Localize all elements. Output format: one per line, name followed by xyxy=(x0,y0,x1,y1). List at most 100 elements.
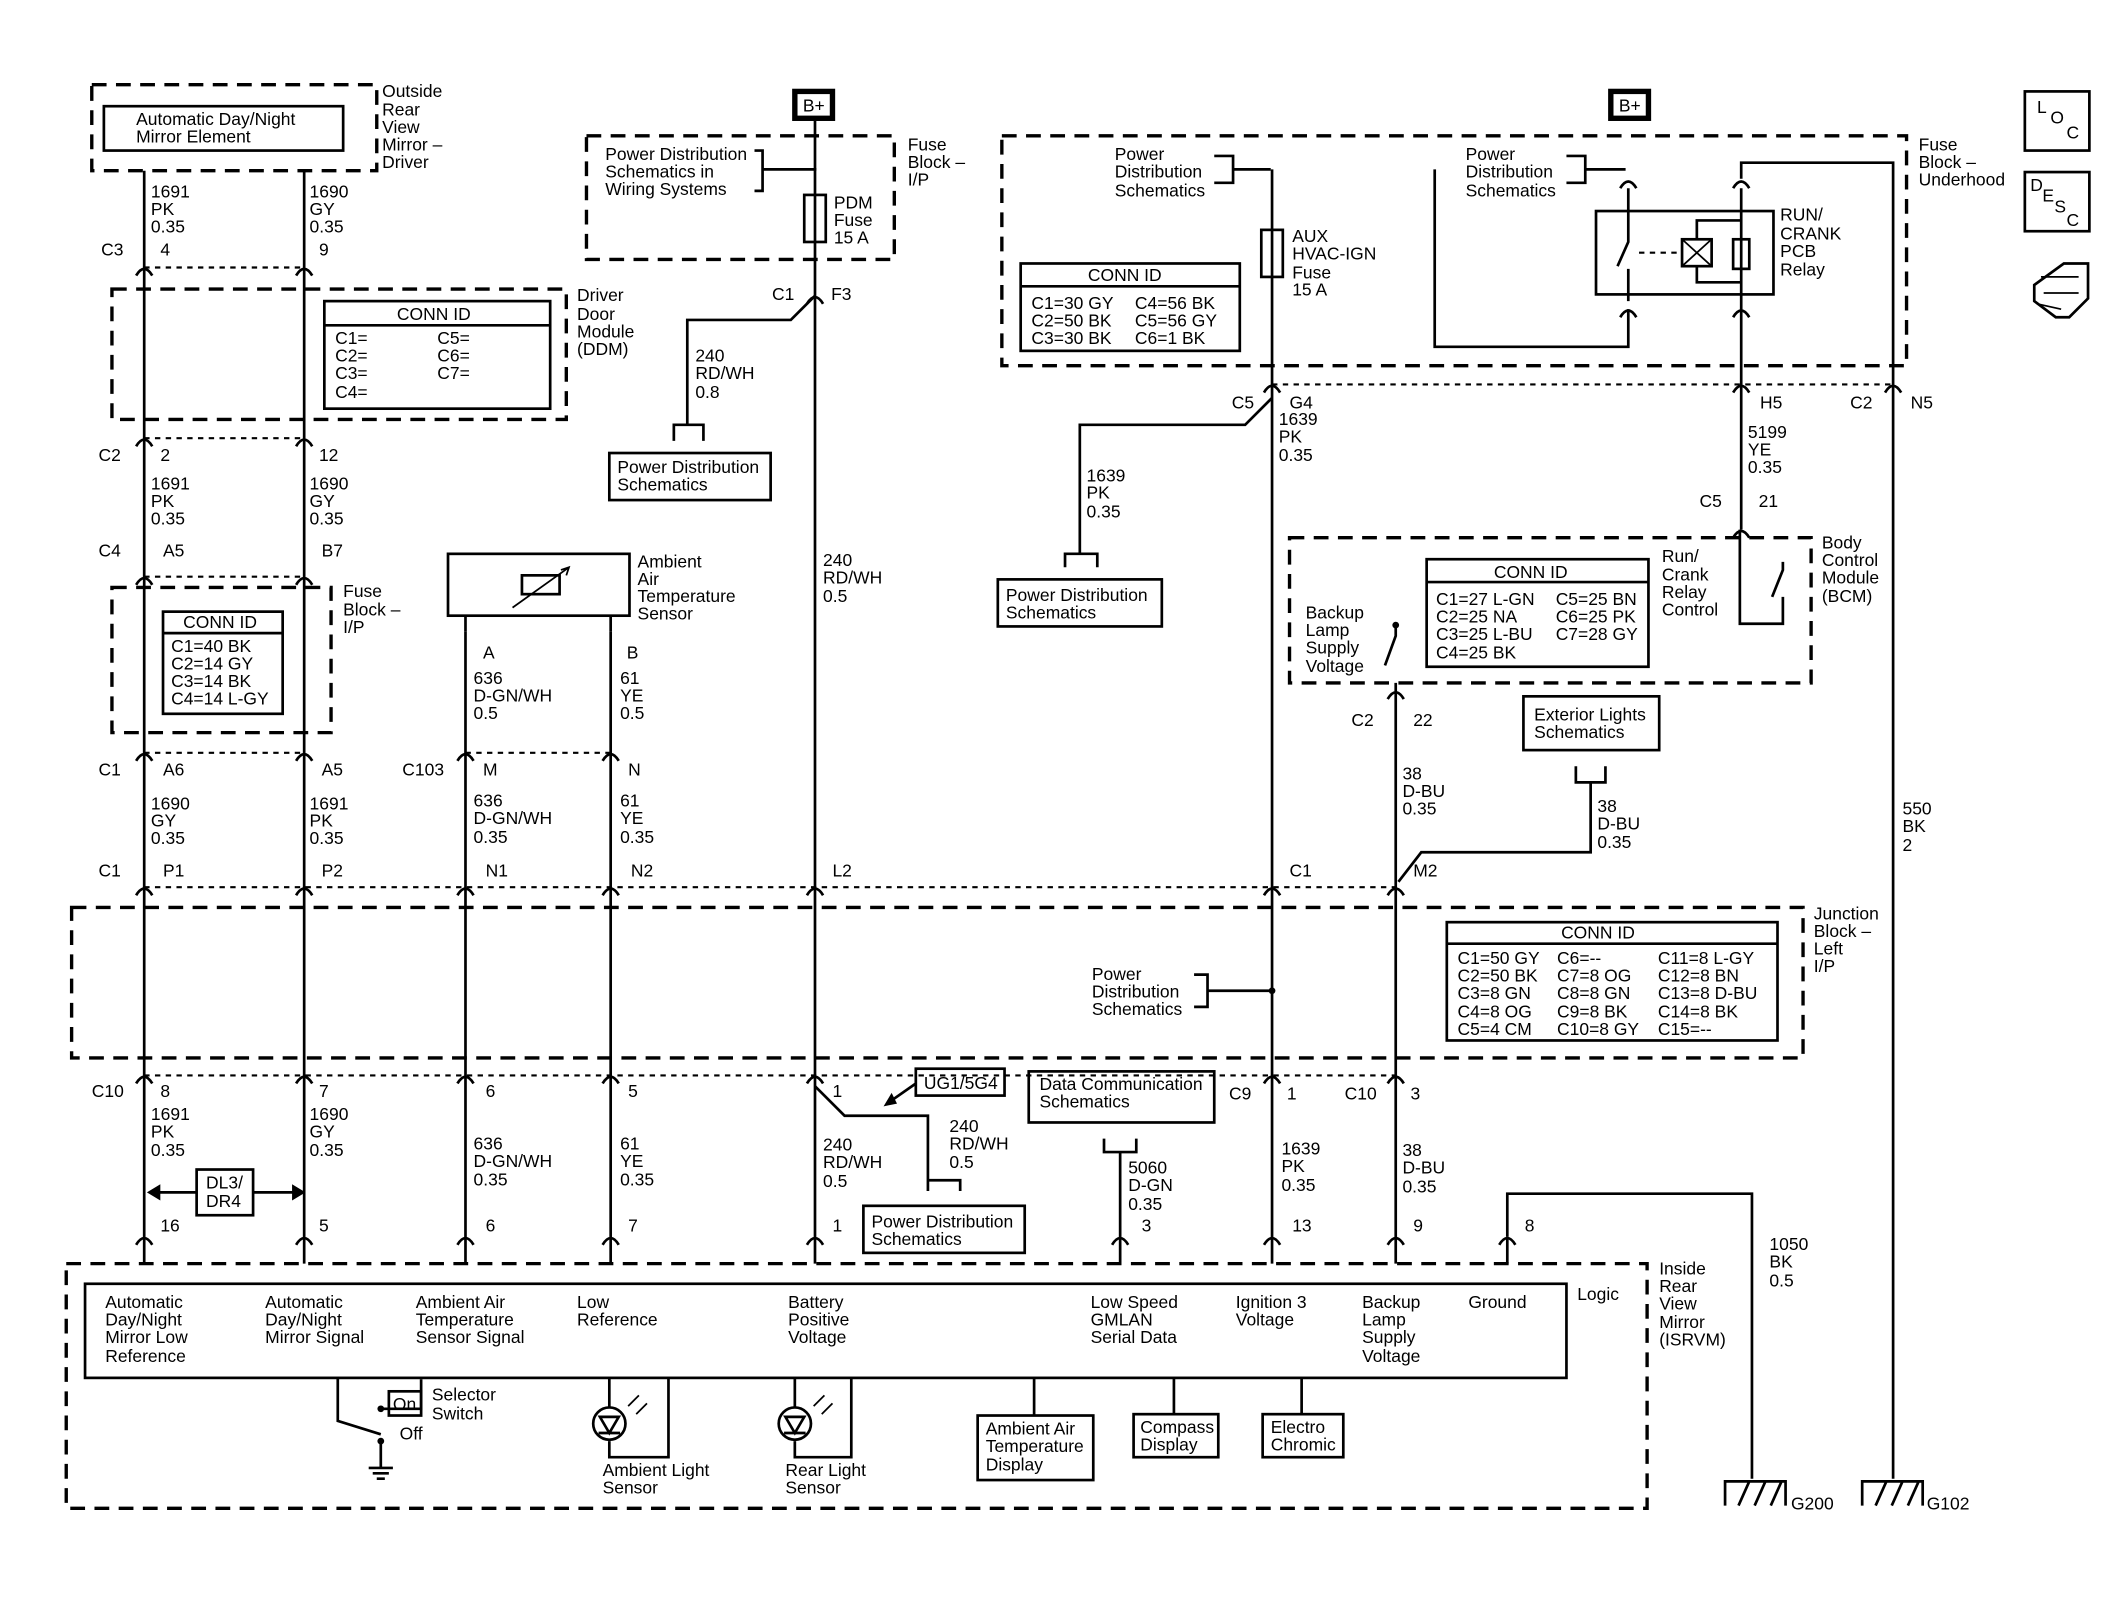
svg-text:Ambient: Ambient xyxy=(638,551,702,571)
svg-text:C10: C10 xyxy=(1345,1084,1377,1104)
svg-text:61: 61 xyxy=(620,668,639,688)
svg-text:Power Distribution: Power Distribution xyxy=(617,457,759,477)
svg-text:Reference: Reference xyxy=(577,1309,658,1329)
svg-text:C15=--: C15=-- xyxy=(1658,1019,1712,1039)
svg-text:Automatic Day/Night: Automatic Day/Night xyxy=(136,109,295,129)
svg-text:Distribution: Distribution xyxy=(1092,981,1179,1001)
svg-text:C4=8 OG: C4=8 OG xyxy=(1458,1002,1532,1022)
svg-text:Block –: Block – xyxy=(1919,152,1977,172)
svg-text:0.35: 0.35 xyxy=(1281,1175,1315,1195)
svg-text:Rear: Rear xyxy=(1659,1276,1697,1296)
svg-text:C1: C1 xyxy=(98,860,120,880)
data-communication-schematics[interactable]: Data Communication Schematics xyxy=(1027,1070,1216,1226)
svg-text:240: 240 xyxy=(949,1116,978,1136)
svg-text:Sensor: Sensor xyxy=(785,1477,841,1497)
svg-text:0.35: 0.35 xyxy=(151,508,185,528)
svg-text:Sensor: Sensor xyxy=(603,1477,659,1497)
svg-text:F3: F3 xyxy=(831,284,851,304)
svg-text:RUN/: RUN/ xyxy=(1780,204,1823,224)
svg-text:1: 1 xyxy=(1287,1084,1297,1104)
svg-text:Fuse: Fuse xyxy=(1919,135,1958,155)
power-distribution-box-3[interactable]: Power Distribution Schematics xyxy=(814,1085,1027,1255)
svg-text:C1: C1 xyxy=(98,760,120,780)
svg-text:0.35: 0.35 xyxy=(151,828,185,848)
hand-icon[interactable] xyxy=(2032,262,2090,319)
svg-text:3: 3 xyxy=(1411,1084,1421,1104)
svg-text:Schematics: Schematics xyxy=(1534,722,1625,742)
svg-text:Power Distribution: Power Distribution xyxy=(1006,585,1148,605)
fuse-block-ip-upper: Power Distribution Schematics in Wiring … xyxy=(584,134,965,304)
svg-text:9: 9 xyxy=(1413,1215,1423,1235)
svg-text:Day/Night: Day/Night xyxy=(105,1309,182,1329)
svg-text:1639: 1639 xyxy=(1281,1139,1320,1159)
dl3-option-tag: DL3/ DR4 xyxy=(146,1168,306,1217)
power-distribution-box-2[interactable]: Power Distribution Schematics xyxy=(996,396,1274,628)
svg-text:E: E xyxy=(2042,186,2054,206)
svg-text:C5=: C5= xyxy=(437,328,470,348)
power-distribution-box-1[interactable]: Power Distribution Schematics xyxy=(607,294,816,502)
svg-text:C10: C10 xyxy=(92,1081,124,1101)
svg-text:8: 8 xyxy=(160,1081,170,1101)
svg-text:550: 550 xyxy=(1903,799,1932,819)
svg-text:Temperature: Temperature xyxy=(638,586,736,606)
svg-text:2: 2 xyxy=(1903,835,1913,855)
svg-text:C7=: C7= xyxy=(437,363,470,383)
svg-text:PK: PK xyxy=(151,199,175,219)
svg-text:BK: BK xyxy=(1903,816,1927,836)
fuse-block-ip-left: CONN ID C1=40 BK C2=14 GY C3=14 BK C4=14… xyxy=(110,581,401,735)
svg-text:C3=30 BK: C3=30 BK xyxy=(1031,328,1111,348)
svg-text:0.35: 0.35 xyxy=(474,827,508,847)
svg-text:15 A: 15 A xyxy=(834,227,869,247)
svg-text:C3=: C3= xyxy=(335,363,368,383)
ambient-air-temp-sensor: Ambient Air Temperature Sensor A B xyxy=(446,551,736,663)
svg-text:GY: GY xyxy=(151,811,177,831)
svg-text:CONN ID: CONN ID xyxy=(1088,265,1162,285)
svg-text:Backup: Backup xyxy=(1306,602,1364,622)
svg-text:Supply: Supply xyxy=(1362,1327,1416,1347)
svg-text:C5=25 BN: C5=25 BN xyxy=(1556,589,1637,609)
svg-text:B+: B+ xyxy=(1619,96,1641,116)
svg-text:240: 240 xyxy=(823,550,852,570)
connector-symbols xyxy=(134,180,1903,1246)
svg-text:Schematics: Schematics xyxy=(617,475,708,495)
svg-text:1: 1 xyxy=(832,1081,842,1101)
svg-text:Fuse: Fuse xyxy=(908,135,947,155)
svg-text:C4=25 BK: C4=25 BK xyxy=(1436,643,1516,663)
svg-text:Lamp: Lamp xyxy=(1362,1309,1406,1329)
svg-text:Automatic: Automatic xyxy=(265,1292,343,1312)
svg-text:Block –: Block – xyxy=(343,600,401,620)
svg-text:GY: GY xyxy=(310,199,336,219)
svg-text:1690: 1690 xyxy=(310,1104,349,1124)
svg-text:P2: P2 xyxy=(322,860,343,880)
svg-text:GY: GY xyxy=(310,1121,336,1141)
svg-text:Door: Door xyxy=(577,304,615,324)
svg-text:Logic: Logic xyxy=(1577,1284,1619,1304)
svg-text:N: N xyxy=(628,760,641,780)
svg-text:C1=50 GY: C1=50 GY xyxy=(1458,948,1540,968)
svg-text:0.35: 0.35 xyxy=(1128,1194,1162,1214)
svg-text:Selector: Selector xyxy=(432,1385,496,1405)
svg-text:0.35: 0.35 xyxy=(151,217,185,237)
desc-icon[interactable]: D E S C xyxy=(2023,170,2091,233)
exterior-lights-schematics[interactable]: Exterior Lights Schematics xyxy=(1397,694,1661,883)
svg-text:1691: 1691 xyxy=(151,473,190,493)
svg-text:B+: B+ xyxy=(803,96,825,116)
svg-text:38: 38 xyxy=(1597,796,1616,816)
svg-text:Schematics: Schematics xyxy=(871,1229,962,1249)
svg-text:CONN ID: CONN ID xyxy=(1561,922,1635,942)
loc-icon[interactable]: L O C xyxy=(2023,90,2091,152)
svg-text:PK: PK xyxy=(1281,1156,1305,1176)
svg-text:PK: PK xyxy=(151,1121,175,1141)
svg-text:Underhood: Underhood xyxy=(1919,170,2005,190)
svg-text:Chromic: Chromic xyxy=(1271,1434,1336,1454)
svg-text:I/P: I/P xyxy=(1814,956,1835,976)
svg-text:D-BU: D-BU xyxy=(1402,1158,1445,1178)
svg-text:0.35: 0.35 xyxy=(1748,457,1782,477)
svg-text:1: 1 xyxy=(832,1215,842,1235)
svg-text:Fuse: Fuse xyxy=(343,581,382,601)
svg-text:YE: YE xyxy=(1748,440,1771,460)
svg-text:D-GN: D-GN xyxy=(1128,1175,1173,1195)
svg-text:D-BU: D-BU xyxy=(1402,781,1445,801)
ground-g102: G102 xyxy=(1860,1480,1969,1514)
svg-text:0.5: 0.5 xyxy=(949,1152,973,1172)
